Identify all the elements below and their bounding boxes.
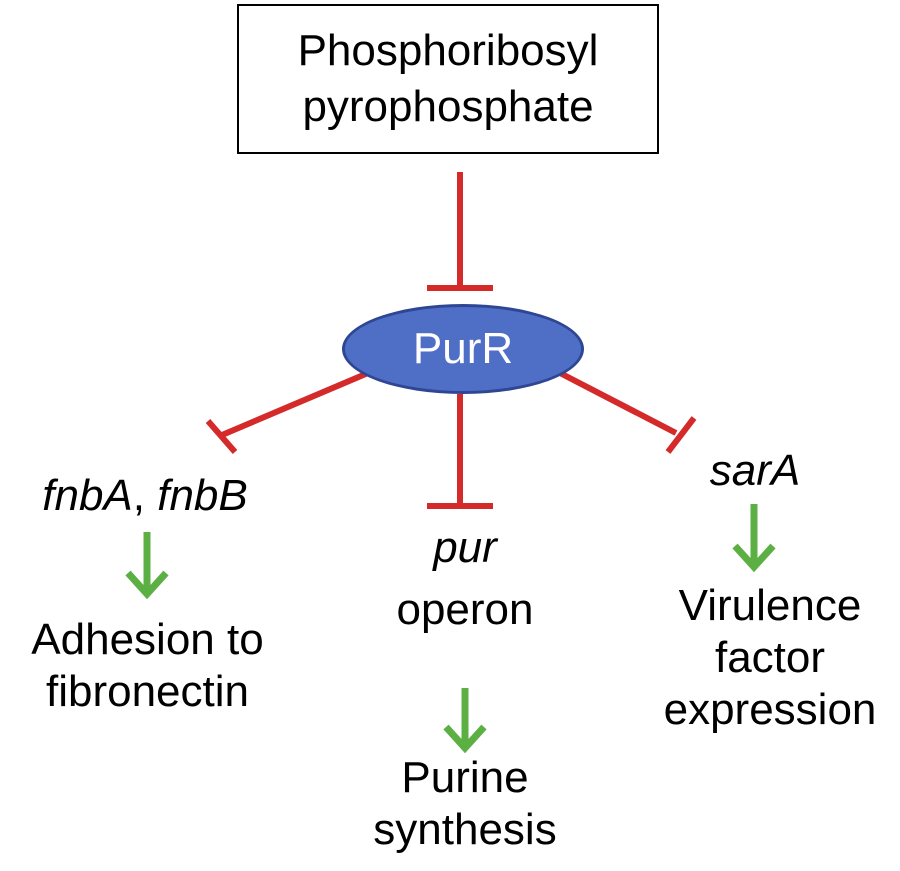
gene-fnbb: fnbB — [157, 471, 248, 520]
inhibition-edges — [205, 172, 697, 509]
sara-gene-label: sarA — [660, 445, 850, 497]
purr-label: PurR — [412, 324, 514, 373]
adhesion-line2: fibronectin — [45, 667, 249, 716]
pur-activates-synthesis-arrow — [443, 688, 487, 754]
operon-word: operon — [396, 585, 534, 634]
purr-inhibits-pur-edge — [427, 394, 493, 509]
prpp-label-line1: Phosphoribosyl — [297, 26, 599, 75]
purine-line2: synthesis — [373, 805, 557, 854]
purine-line1: Purine — [401, 753, 529, 802]
purine-synthesis-outcome-label: Purine synthesis — [345, 752, 585, 856]
purr-node: PurR — [342, 304, 584, 394]
adhesion-line1: Adhesion to — [31, 615, 264, 664]
fnb-activates-adhesion-arrow — [125, 532, 169, 600]
virulence-outcome-label: Virulence factor expression — [640, 580, 900, 736]
sara-activates-virulence-arrow — [732, 504, 776, 573]
gene-sara: sarA — [709, 446, 801, 495]
gene-separator: , — [132, 471, 145, 520]
purr-inhibits-sara-edge — [558, 370, 697, 454]
adhesion-outcome-label: Adhesion to fibronectin — [0, 614, 295, 718]
phosphoribosyl-pyrophosphate-node: Phosphoribosyl pyrophosphate — [237, 4, 659, 154]
fnb-genes-label: fnbA, fnbB — [10, 470, 280, 522]
pur-operon-label: pur operon — [370, 522, 560, 636]
purr-inhibits-fnb-edge — [205, 370, 370, 454]
virulence-line3: expression — [663, 685, 877, 734]
gene-pur: pur — [433, 523, 497, 572]
virulence-line1: Virulence — [678, 581, 862, 630]
prpp-label-line2: pyrophosphate — [302, 82, 594, 131]
virulence-line2: factor — [714, 633, 826, 682]
activation-edges — [125, 504, 776, 754]
prpp-inhibits-purr-edge — [427, 172, 493, 291]
gene-fnba: fnbA — [42, 471, 133, 520]
